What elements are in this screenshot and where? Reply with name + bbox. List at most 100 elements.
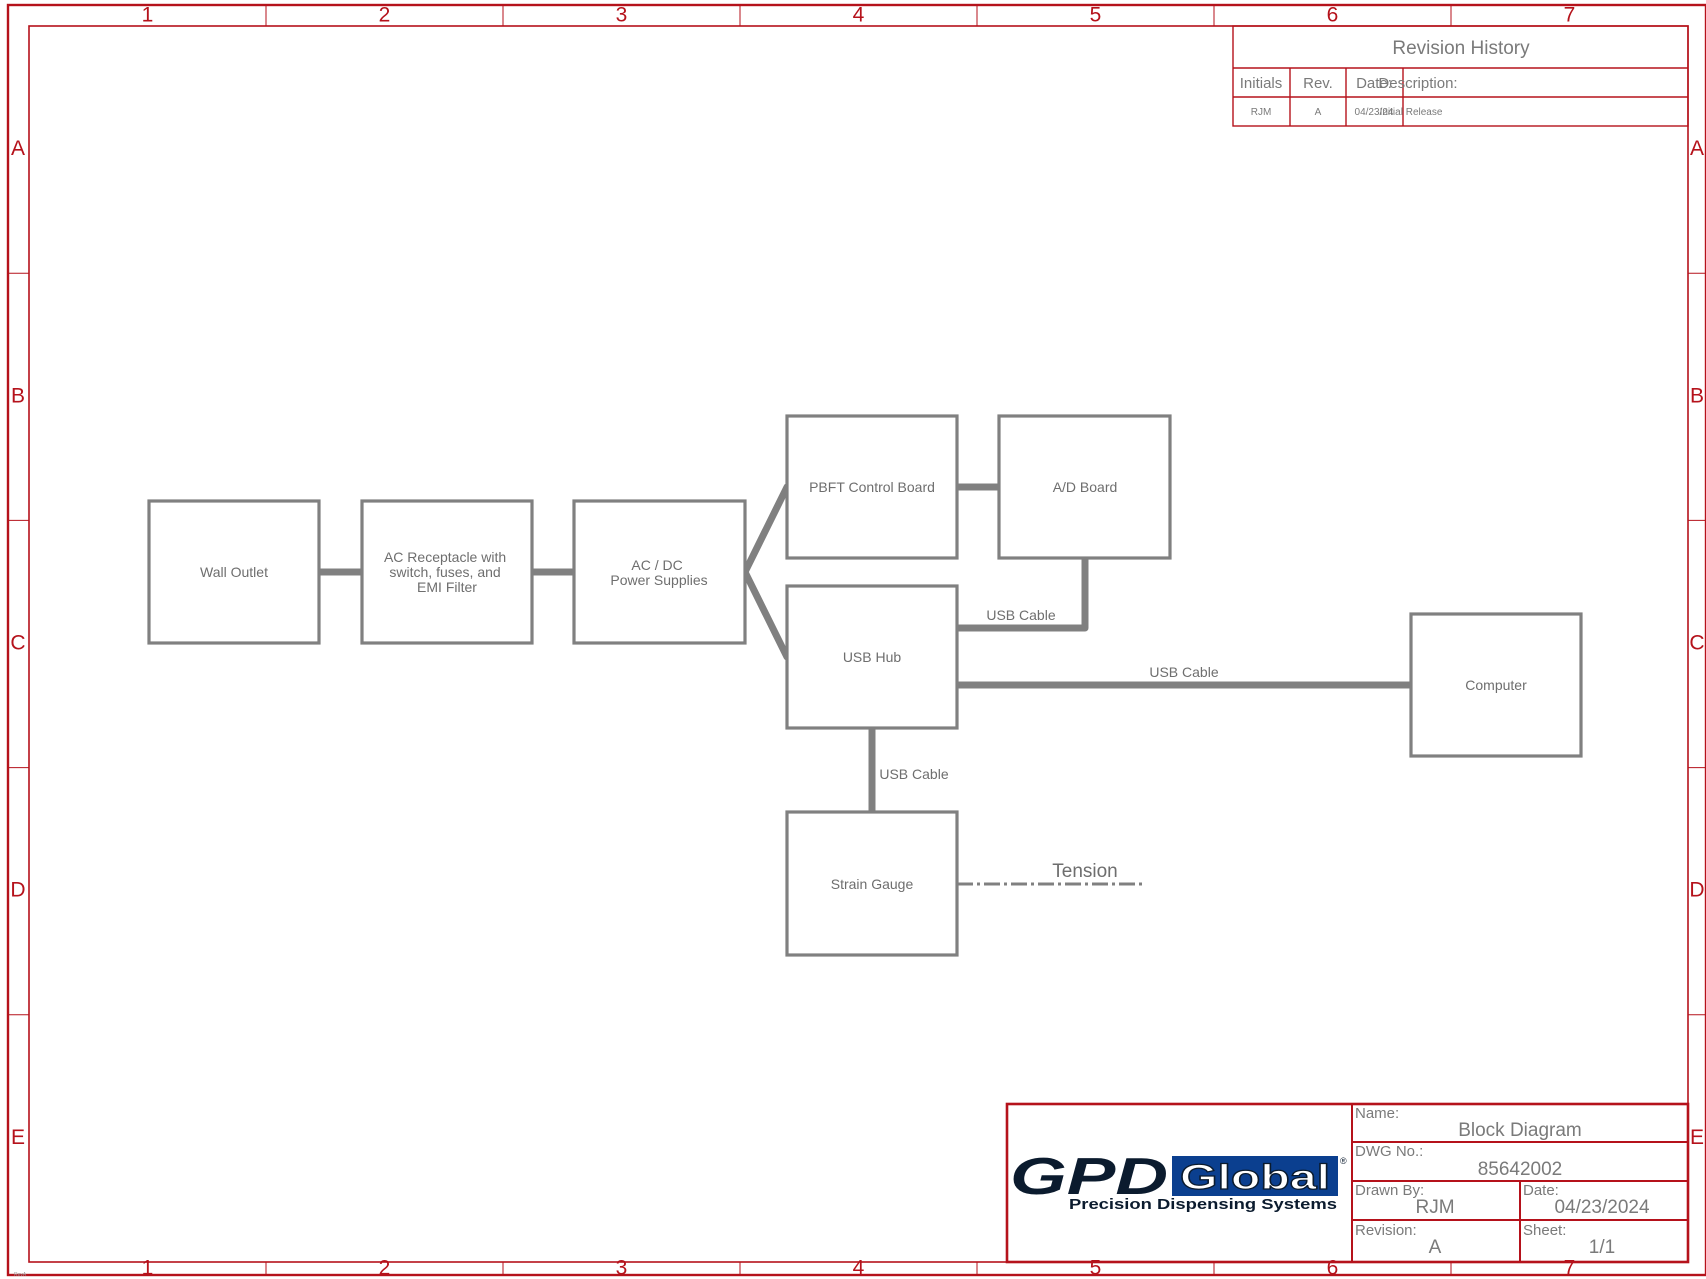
column-label-top: 5 xyxy=(1090,4,1102,27)
row-label-left: E xyxy=(11,1126,25,1149)
block-label: Wall Outlet xyxy=(200,564,268,580)
dwg-number-label: DWG No.: xyxy=(1355,1143,1423,1160)
title-block: GPD Global ® Precision Dispensing System… xyxy=(1005,1102,1690,1264)
block-box xyxy=(785,810,959,957)
revision-history-table: Revision History Initials Rev. Date: Des… xyxy=(1232,25,1689,127)
block-label: A/D Board xyxy=(1053,479,1118,495)
column-label-top: 1 xyxy=(142,4,154,27)
block-box xyxy=(360,499,534,645)
column-label-top: 4 xyxy=(853,4,865,27)
label-tension: Tension xyxy=(1052,861,1118,882)
drawing-name: Block Diagram xyxy=(1458,1120,1582,1141)
inner-border xyxy=(28,25,1689,1263)
row-label-left: B xyxy=(11,384,25,407)
header-description: Description: xyxy=(1378,75,1457,92)
connections: USB Cable USB Cable USB Cable Tension xyxy=(315,483,1415,886)
row-label-right: C xyxy=(1689,632,1704,655)
label-usb-cable-computer: USB Cable xyxy=(1149,664,1218,680)
block-box xyxy=(785,414,959,560)
drawn-by-label: Drawn By: xyxy=(1355,1182,1424,1199)
header-date: Date: xyxy=(1356,75,1392,92)
date-label: Date: xyxy=(1523,1182,1559,1199)
revision-label: Revision: xyxy=(1355,1222,1417,1239)
block-label-line: Computer xyxy=(1465,677,1527,693)
block-label-line: PBFT Control Board xyxy=(809,479,935,495)
block-label-line: Wall Outlet xyxy=(200,564,268,580)
block-ac-dc-power-supplies: AC / DC Power Supplies xyxy=(572,499,747,645)
block-label-line: A/D Board xyxy=(1053,479,1118,495)
block-label-line: EMI Filter xyxy=(417,579,477,595)
row-label-right: A xyxy=(1690,137,1704,160)
column-label-bottom: 1 xyxy=(142,1257,154,1279)
block-label-line: Strain Gauge xyxy=(831,876,914,892)
column-label-bottom: 4 xyxy=(853,1257,865,1279)
logo-global-background xyxy=(1172,1156,1338,1196)
header-rev: Rev. xyxy=(1303,75,1333,92)
connector-ad-board-to-usb-hub xyxy=(953,554,1089,632)
block-box xyxy=(997,414,1172,560)
corner-mark: RevA xyxy=(14,1272,27,1278)
block-label-line: switch, fuses, and xyxy=(389,564,500,580)
row-label-right: E xyxy=(1690,1126,1704,1149)
column-label-bottom: 2 xyxy=(379,1257,391,1279)
header-initials: Initials xyxy=(1240,75,1283,92)
block-label: Strain Gauge xyxy=(831,876,914,892)
column-label-bottom: 3 xyxy=(616,1257,628,1279)
zone-ticks xyxy=(8,5,1706,1275)
block-label: Computer xyxy=(1465,677,1527,693)
block-label-line: Power Supplies xyxy=(610,572,707,588)
block-computer: Computer xyxy=(1409,612,1583,758)
drawn-by: RJM xyxy=(1415,1197,1454,1218)
name-label: Name: xyxy=(1355,1105,1399,1122)
logo-tagline: Precision Dispensing Systems xyxy=(1069,1196,1337,1213)
revision: A xyxy=(1429,1237,1442,1258)
revision-row-rev: A xyxy=(1315,107,1322,118)
row-label-left: D xyxy=(10,879,25,902)
drawing-date: 04/23/2024 xyxy=(1554,1197,1650,1218)
block-label: AC / DC Power Supplies xyxy=(610,557,707,588)
block-box xyxy=(1409,612,1583,758)
revision-row-date: 04/23/24 xyxy=(1355,107,1394,118)
label-usb-cable-strain: USB Cable xyxy=(879,766,948,782)
outer-border xyxy=(6,3,1706,1277)
revision-history-title: Revision History xyxy=(1392,38,1530,59)
block-label-line: AC / DC xyxy=(631,557,682,573)
label-usb-cable-ad: USB Cable xyxy=(986,607,1055,623)
sheet-label: Sheet: xyxy=(1523,1222,1566,1239)
column-label-top: 6 xyxy=(1327,4,1339,27)
title-block-border xyxy=(1005,1102,1690,1264)
block-ad-board: A/D Board xyxy=(997,414,1172,560)
block-box xyxy=(147,499,321,645)
block-pbft-control-board: PBFT Control Board xyxy=(785,414,959,560)
row-label-left: A xyxy=(11,137,25,160)
logo-registered-mark: ® xyxy=(1340,1156,1347,1166)
column-label-bottom: 6 xyxy=(1327,1257,1339,1279)
block-label: AC Receptacle with switch, fuses, and EM… xyxy=(384,549,510,595)
block-ac-receptacle: AC Receptacle with switch, fuses, and EM… xyxy=(360,499,534,645)
dwg-number: 85642002 xyxy=(1478,1159,1563,1180)
block-box xyxy=(785,584,959,730)
revision-table-border xyxy=(1232,25,1689,127)
column-label-top: 7 xyxy=(1564,4,1576,27)
block-wall-outlet: Wall Outlet xyxy=(147,499,321,645)
block-label-line: USB Hub xyxy=(843,649,902,665)
row-label-right: D xyxy=(1689,879,1704,902)
revision-row-initials: RJM xyxy=(1251,107,1272,118)
block-box xyxy=(572,499,747,645)
row-label-right: B xyxy=(1690,384,1704,407)
column-label-bottom: 5 xyxy=(1090,1257,1102,1279)
block-strain-gauge: Strain Gauge xyxy=(785,810,959,957)
block-label: USB Hub xyxy=(843,649,902,665)
gpd-global-logo: GPD Global ® Precision Dispensing System… xyxy=(1010,1148,1347,1213)
connector-psu-to-usb-hub xyxy=(741,568,791,661)
sheet-number: 1/1 xyxy=(1589,1237,1615,1258)
column-label-bottom: 7 xyxy=(1564,1257,1576,1279)
revision-row-description: Initial Release xyxy=(1380,107,1443,118)
block-label: PBFT Control Board xyxy=(809,479,935,495)
block-label-line: AC Receptacle with xyxy=(384,549,506,565)
row-label-left: C xyxy=(10,632,25,655)
connector-psu-to-pbft xyxy=(741,483,791,576)
